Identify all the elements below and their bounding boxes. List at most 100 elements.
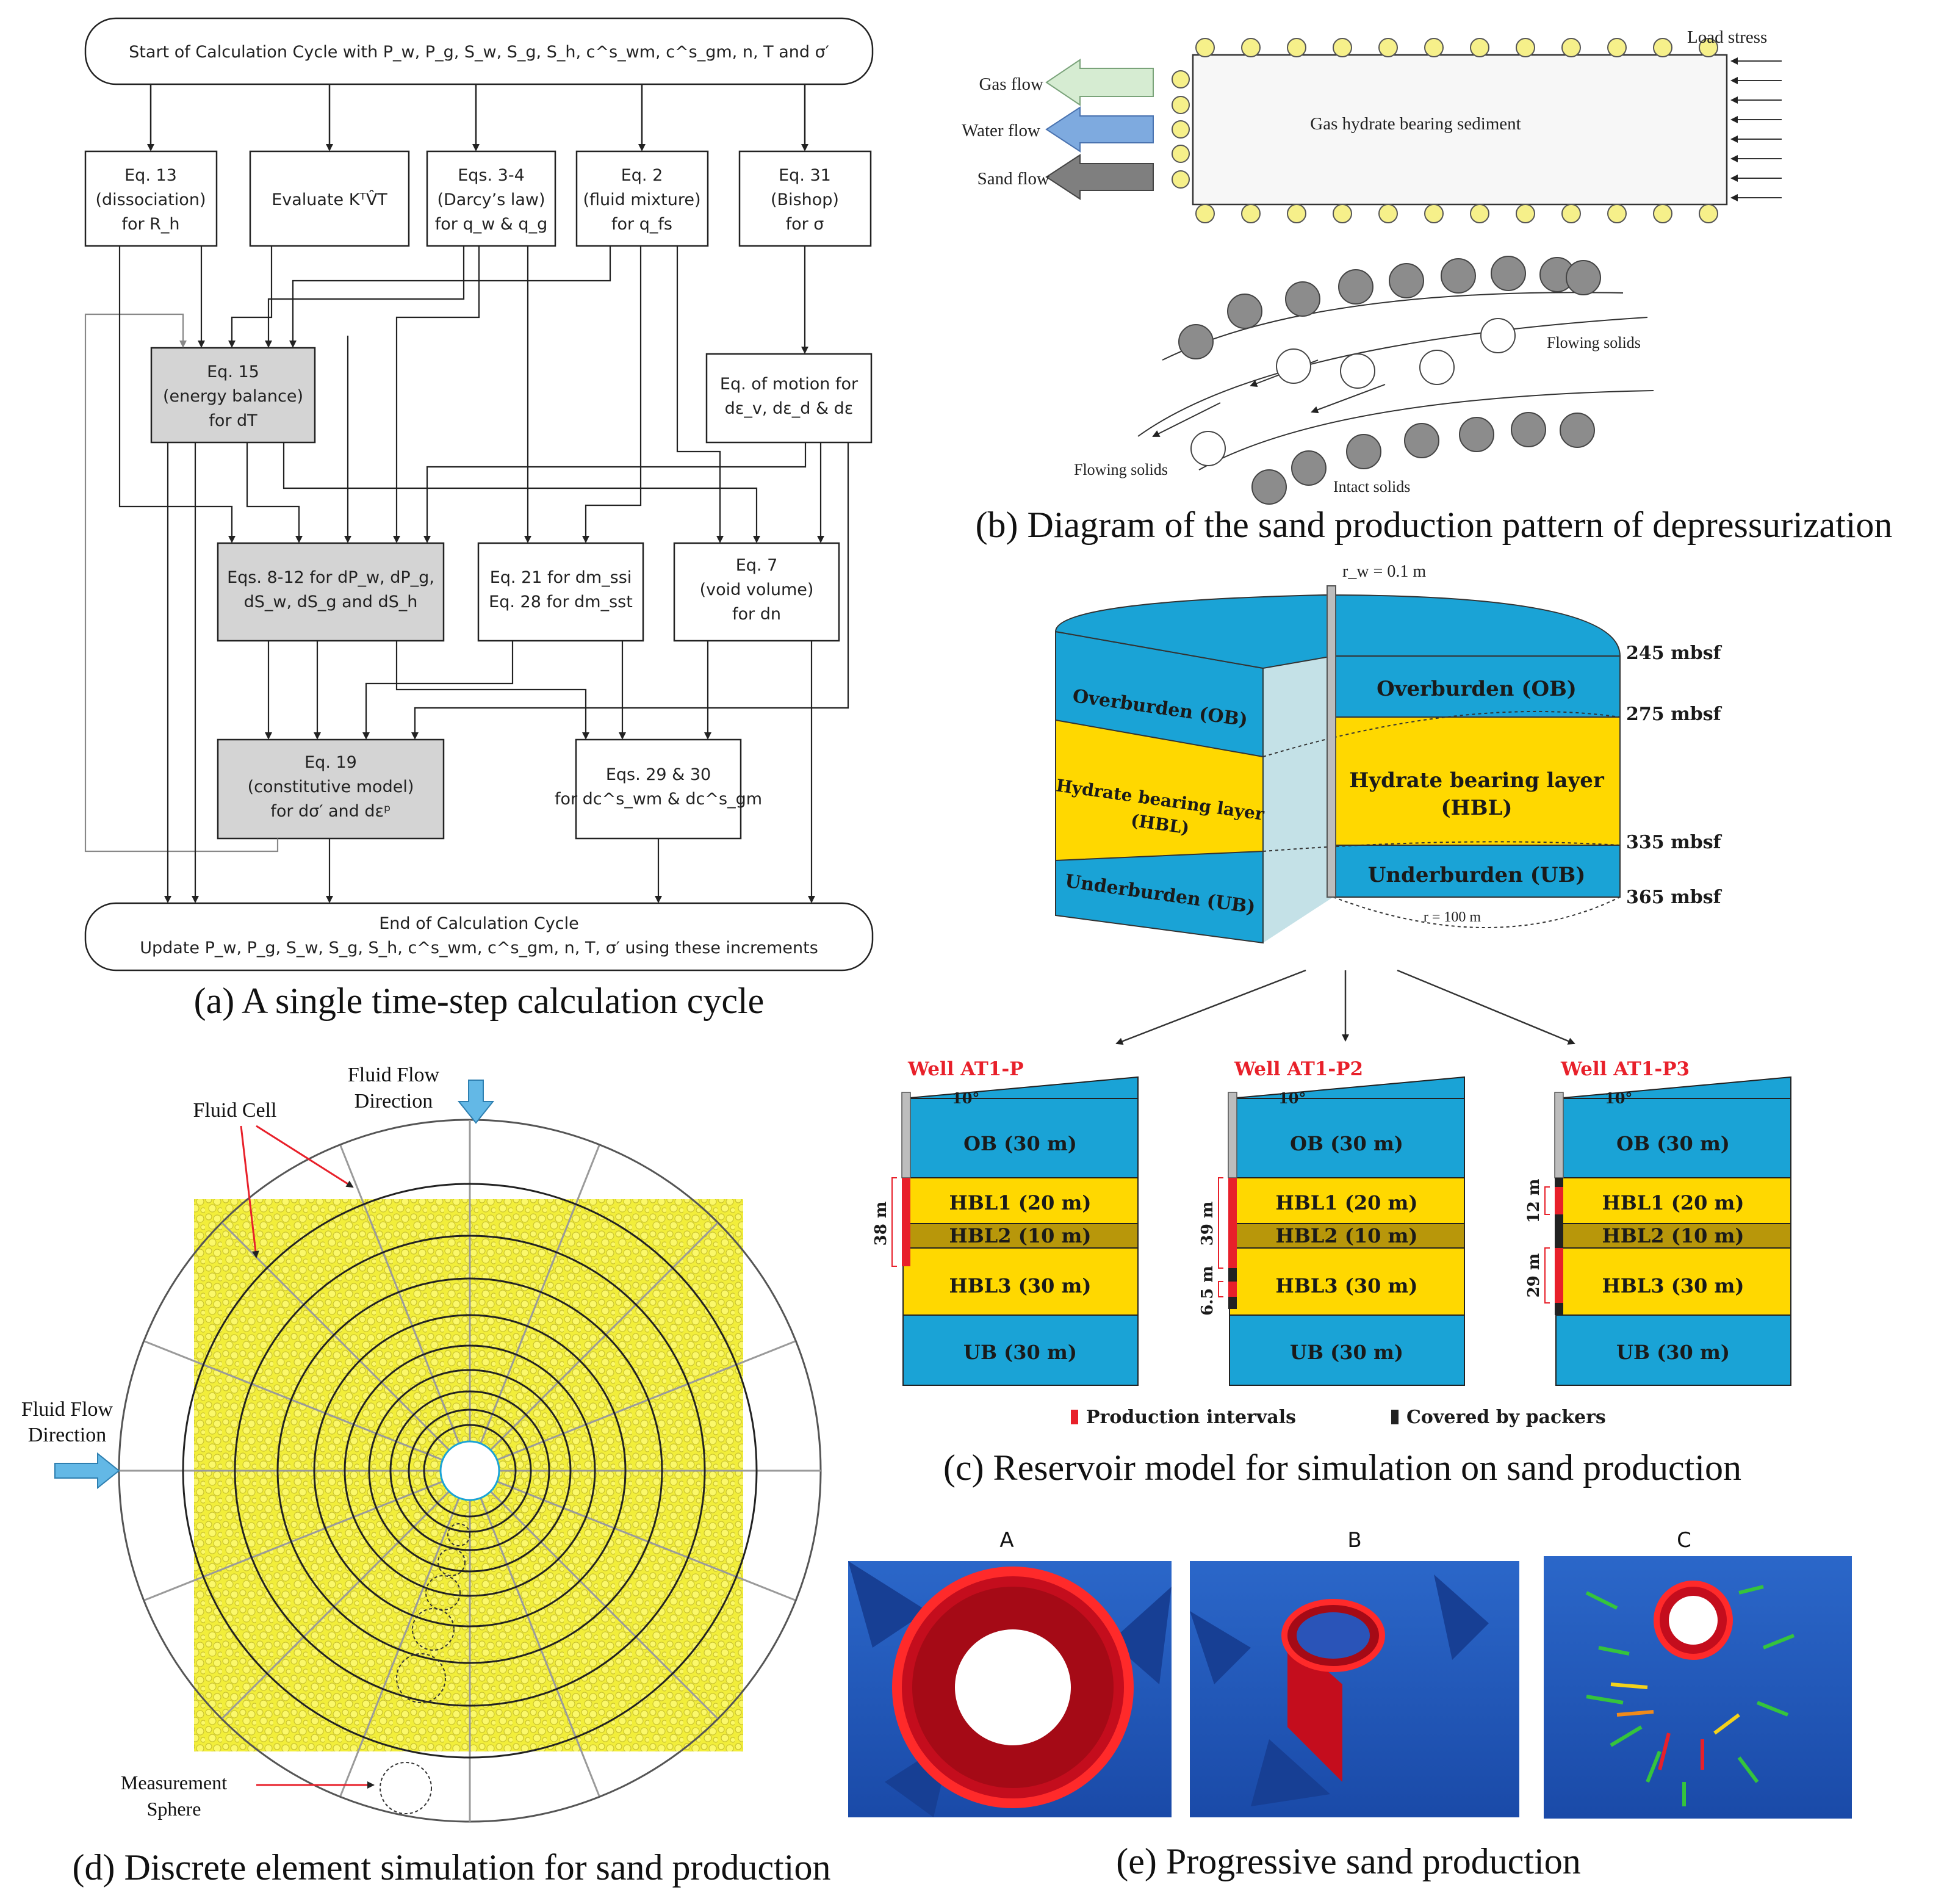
caption-d: (d) Discrete element simulation for sand… (73, 1847, 831, 1888)
fluid-cell-rings (182, 1183, 758, 1759)
well-bore (1327, 585, 1336, 898)
svg-text:HBL1 (20 m): HBL1 (20 m) (949, 1191, 1092, 1214)
svg-text:for dc^s_wm & dc^s_gm: for dc^s_wm & dc^s_gm (555, 790, 762, 809)
panel-a-flowchart: Start of Calculation Cycle with P_w, P_g… (84, 17, 874, 972)
well-3-note-29: 29 m (1525, 1253, 1543, 1298)
row1-box-1: Eq. 13 (dissociation) for R_h (84, 150, 218, 247)
label-c: C (1677, 1528, 1691, 1552)
svg-text:Eq. 2: Eq. 2 (621, 166, 663, 185)
svg-text:(dissociation): (dissociation) (96, 190, 206, 209)
legend-production-label: Production intervals (1086, 1407, 1296, 1428)
svg-text:UB (30 m): UB (30 m) (1290, 1341, 1403, 1364)
flow-left-line1: Fluid Flow (21, 1398, 113, 1421)
caption-b: (b) Diagram of the sand production patte… (976, 505, 1893, 545)
sand-flow-arrow: Sand flow (977, 154, 1154, 200)
intact-grains (1178, 256, 1601, 505)
rw-label: r_w = 0.1 m (1342, 562, 1426, 581)
fluid-cell-label: Fluid Cell (193, 1099, 277, 1122)
well-1-note-38: 38 m (872, 1202, 890, 1246)
fluid-cell-pointers (240, 1125, 354, 1258)
reservoir-cylinder (1054, 585, 1621, 944)
well-panel-1 (891, 1076, 1139, 1386)
well-1-title: Well AT1-P (907, 1058, 1024, 1080)
measure-line2: Sphere (147, 1798, 201, 1820)
wellbore-hole (439, 1440, 500, 1501)
end-box-line1: End of Calculation Cycle (379, 914, 579, 933)
svg-text:Eq. 15: Eq. 15 (207, 362, 259, 381)
load-stress-label: Load stress (1687, 27, 1767, 47)
svg-text:HBL2 (10 m): HBL2 (10 m) (949, 1224, 1092, 1247)
cyl-ob-right: Overburden (OB) (1377, 677, 1577, 701)
end-box (84, 902, 874, 972)
start-box (84, 17, 874, 85)
svg-text:for q_fs: for q_fs (611, 215, 672, 234)
sediment-block (1192, 54, 1728, 206)
depth-335: 335 mbsf (1626, 832, 1723, 853)
well-2-note-39: 39 m (1198, 1202, 1217, 1246)
depth-365: 365 mbsf (1626, 887, 1723, 908)
depth-275: 275 mbsf (1626, 704, 1723, 725)
flow-left-line2: Direction (28, 1424, 106, 1446)
well-2-note-65: 6.5 m (1198, 1266, 1217, 1316)
svg-text:Eq. 21 for dm_ssi: Eq. 21 for dm_ssi (490, 568, 632, 587)
svg-text:HBL1 (20 m): HBL1 (20 m) (1276, 1191, 1418, 1214)
svg-text:for σ: for σ (786, 215, 824, 234)
eq-7-box: Eq. 7 (void volume) for dn (673, 542, 840, 642)
stage-b-image (1190, 1561, 1519, 1817)
legend-packer-label: Covered by packers (1406, 1407, 1606, 1428)
svg-text:OB (30 m): OB (30 m) (963, 1132, 1077, 1155)
eq-29-30-box: Eqs. 29 & 30 for dc^s_wm & dc^s_gm (555, 738, 762, 840)
motion-box: Eq. of motion for dε_v, dε_d & dε (705, 353, 873, 444)
load-stress-arrows (1730, 57, 1782, 201)
cyl-ub-right: Underburden (UB) (1368, 863, 1586, 887)
well-2-angle: 10° (1278, 1089, 1306, 1107)
row1-box-4: Eq. 2 (fluid mixture) for q_fs (575, 150, 709, 247)
intact-solids-label: Intact solids (1333, 478, 1410, 496)
eqs-8-12-box: Eqs. 8-12 for dP_w, dP_g, dS_w, dS_g and… (217, 542, 445, 642)
legend-production-swatch (1071, 1410, 1078, 1424)
svg-text:HBL2 (10 m): HBL2 (10 m) (1602, 1224, 1744, 1247)
svg-text:UB (30 m): UB (30 m) (963, 1341, 1077, 1364)
flow-top-line1: Fluid Flow (348, 1064, 440, 1086)
legend-packer-swatch (1391, 1410, 1399, 1424)
measure-line1: Measurement (121, 1772, 227, 1794)
svg-text:(Bishop): (Bishop) (771, 190, 839, 209)
flow-arrow-left (54, 1452, 120, 1490)
cyl-hbl-right-2: (HBL) (1441, 796, 1513, 820)
svg-text:Eq. 19: Eq. 19 (304, 753, 357, 772)
svg-text:Eq. 31: Eq. 31 (779, 166, 831, 185)
svg-text:HBL3 (30 m): HBL3 (30 m) (1276, 1274, 1418, 1297)
panel-b-sand-pattern: Gas hydrate bearing sediment Gas flow Wa… (962, 27, 1782, 505)
svg-text:Eq. 7: Eq. 7 (736, 556, 778, 575)
sediment-label: Gas hydrate bearing sediment (1310, 114, 1521, 134)
svg-text:dε_v, dε_d & dε: dε_v, dε_d & dε (725, 399, 854, 418)
svg-text:Eq. of motion for: Eq. of motion for (720, 375, 859, 394)
well-2-title: Well AT1-P2 (1234, 1058, 1363, 1080)
svg-text:Eqs. 8-12 for dP_w, dP_g,: Eqs. 8-12 for dP_w, dP_g, (227, 568, 434, 587)
svg-text:OB (30 m): OB (30 m) (1290, 1132, 1403, 1155)
svg-text:for dT: for dT (209, 411, 257, 430)
cyl-hbl-right-1: Hydrate bearing layer (1349, 768, 1605, 793)
svg-text:(void volume): (void volume) (700, 580, 814, 599)
boundary-grains (1172, 38, 1718, 223)
svg-text:(Darcy’s law): (Darcy’s law) (437, 190, 545, 209)
svg-text:Evaluate KᵀV̂T: Evaluate KᵀV̂T (272, 190, 387, 209)
caption-e: (e) Progressive sand production (1116, 1841, 1580, 1881)
constitutive-box: Eq. 19 (constitutive model) for dσ′ and … (217, 738, 445, 840)
caption-c: (c) Reservoir model for simulation on sa… (943, 1448, 1741, 1488)
flow-top-line2: Direction (355, 1090, 433, 1112)
svg-text:for q_w & q_g: for q_w & q_g (435, 215, 547, 234)
svg-text:Water flow: Water flow (962, 121, 1040, 140)
svg-text:for R_h: for R_h (121, 215, 179, 234)
svg-text:HBL3 (30 m): HBL3 (30 m) (1602, 1274, 1744, 1297)
label-b: B (1347, 1528, 1361, 1552)
svg-text:Eqs. 29 & 30: Eqs. 29 & 30 (606, 765, 711, 784)
svg-text:UB (30 m): UB (30 m) (1616, 1341, 1730, 1364)
well-3-layers: OB (30 m) HBL1 (20 m) HBL2 (10 m) HBL3 (… (1602, 1132, 1744, 1364)
energy-balance-box: Eq. 15 (energy balance) for dT (150, 347, 316, 444)
flow-arrow-top (457, 1080, 495, 1124)
flowing-grains (1190, 318, 1516, 466)
well-panel-2 (1218, 1076, 1465, 1386)
panel-d-dem: Fluid Flow Direction Fluid Flow Directio… (21, 1064, 822, 1823)
svg-text:for dn: for dn (732, 605, 781, 624)
